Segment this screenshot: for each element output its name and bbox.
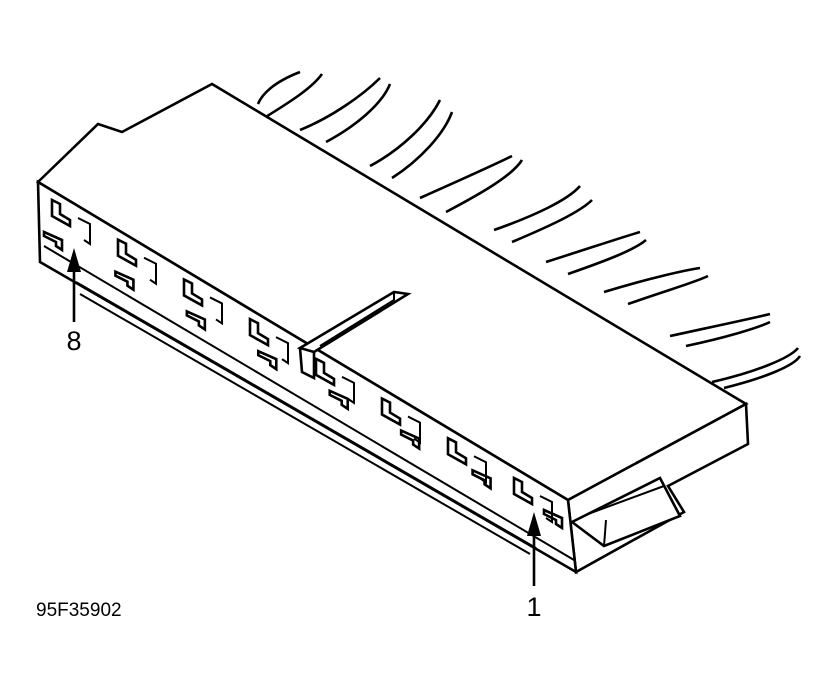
terminal-cavity [446,436,468,467]
wire [325,83,392,144]
wire [627,274,709,306]
pin-1-label: 1 [526,592,541,622]
terminal-cavity [248,317,270,348]
polarizing-rib [296,290,412,381]
wire [369,99,442,168]
terminal-cavity [182,277,204,308]
wire [419,154,513,200]
wire [545,230,641,264]
terminal-cavity-notch [539,495,553,524]
pin-8-label: 8 [66,326,81,356]
wire [299,77,381,132]
wire [669,312,771,338]
terminal-cavity-tab [542,507,564,531]
figure-code: 95F35902 [36,600,122,621]
terminal-cavity-tab [42,229,64,253]
front-base-edge [79,293,531,555]
terminal-cavities [42,197,564,531]
wire [445,159,524,214]
terminal-cavity [512,475,534,507]
wire [711,347,800,384]
locking-latch [569,476,682,548]
terminal-cavity-notch [209,296,223,326]
terminal-cavity [50,197,72,229]
terminal-cavity-notch [341,375,355,405]
wire-bundle [256,70,802,390]
terminal-cavity-notch [407,415,421,445]
connector-front-face [36,179,578,575]
terminal-cavity-tab [185,309,207,332]
terminal-cavity [380,396,402,427]
wire [391,111,454,180]
wire [511,199,593,244]
terminal-cavity-tab [471,468,492,491]
wire [603,266,701,294]
wire [567,238,647,276]
wire [685,320,771,348]
terminal-cavity-notch [143,256,157,286]
wire [256,70,301,105]
wire [493,185,581,232]
terminal-cavity-notch [77,217,91,246]
wire [263,73,324,120]
terminal-cavity-notch [473,455,487,485]
terminal-cavity [116,237,138,268]
terminal-cavity [314,356,336,388]
pin-1-arrow [527,512,541,586]
front-base-edge [75,281,537,549]
pin-8-arrow [67,248,81,322]
wire [723,355,802,390]
terminal-cavity-tab [114,269,135,293]
terminal-cavity-tab [328,388,350,412]
terminal-cavity-tab [256,349,278,372]
front-lower-edge [43,245,575,561]
terminal-cavity-notch [275,336,289,366]
